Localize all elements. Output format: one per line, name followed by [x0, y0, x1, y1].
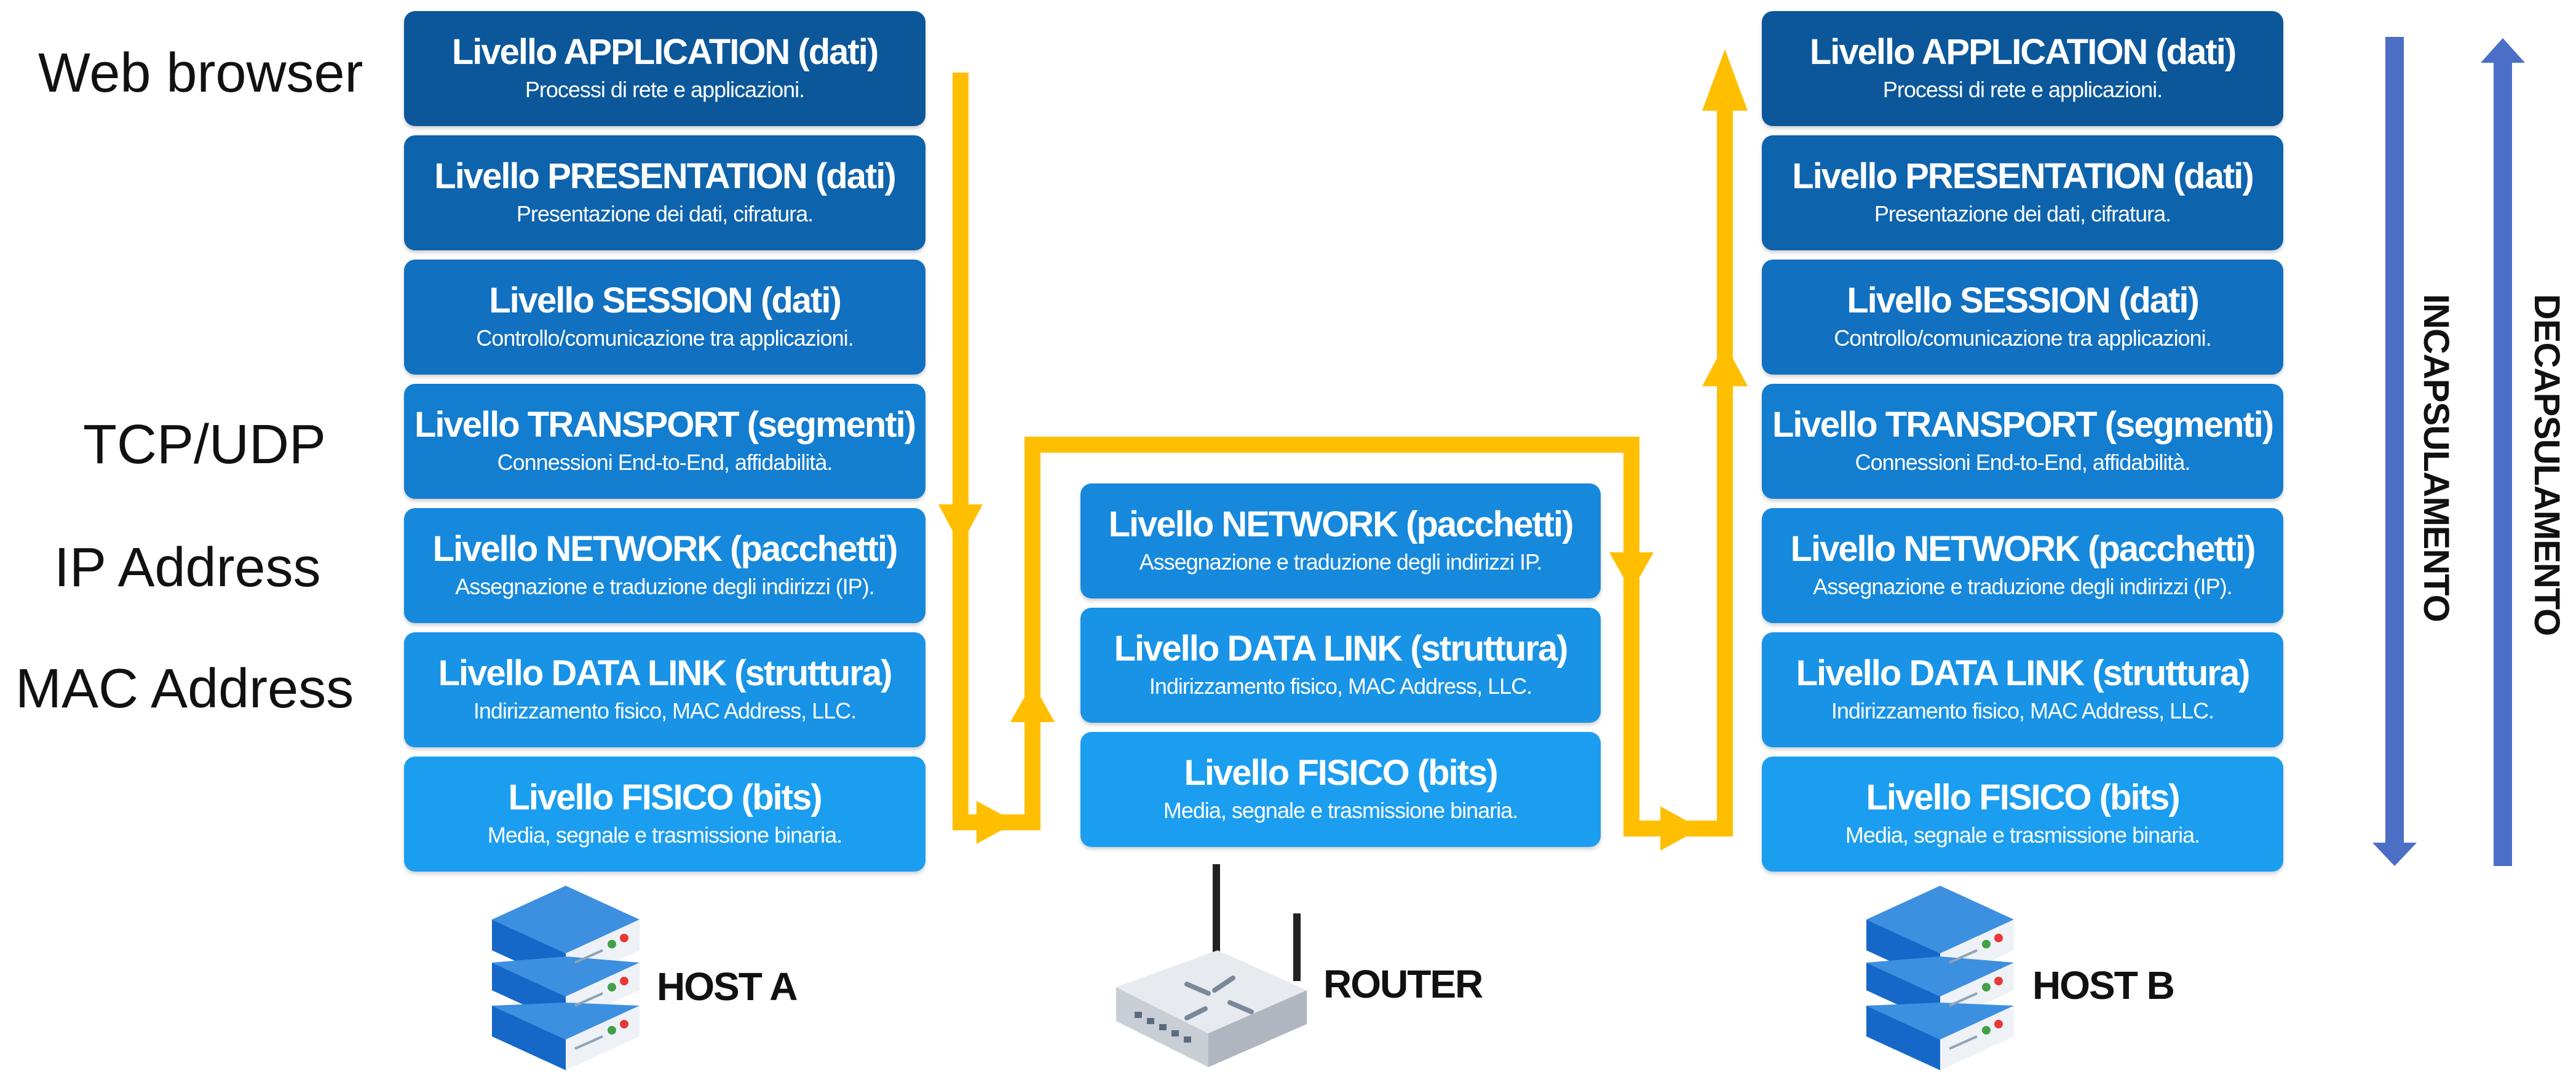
- layer-title: Livello NETWORK (pacchetti): [1790, 529, 2256, 570]
- host-b-layer-transport: Livello TRANSPORT (segmenti) Connessioni…: [1762, 384, 2283, 499]
- server-icon: [492, 886, 640, 1070]
- layer-title: Livello FISICO (bits): [1184, 753, 1498, 793]
- encapsulation-arrow: [2372, 37, 2417, 866]
- flow-arrowhead-right-icon: [1660, 806, 1701, 851]
- label-incapsulamento: INCAPSULAMENTO: [2416, 294, 2456, 622]
- flow-arrowhead-right-icon: [977, 801, 1016, 844]
- router-layer-network: Livello NETWORK (pacchetti) Assegnazione…: [1080, 483, 1601, 598]
- layer-subtitle: Assegnazione e traduzione degli indirizz…: [1139, 549, 1543, 574]
- layer-title: Livello DATA LINK (struttura): [1114, 629, 1569, 669]
- flow-arrowhead-up-icon: [1010, 683, 1055, 722]
- layer-subtitle: Indirizzamento fisico, MAC Address, LLC.: [1149, 674, 1532, 699]
- layer-title: Livello FISICO (bits): [1866, 777, 2180, 818]
- layer-subtitle: Presentazione dei dati, cifratura.: [1874, 201, 2171, 226]
- router-icon: [1116, 864, 1307, 1067]
- layer-title: Livello DATA LINK (struttura): [438, 653, 893, 694]
- layer-subtitle: Processi di rete e applicazioni.: [1882, 77, 2163, 102]
- layer-title: Livello PRESENTATION (dati): [434, 156, 896, 197]
- layer-subtitle: Indirizzamento fisico, MAC Address, LLC.: [473, 698, 857, 723]
- flow-arrowhead-up-icon: [1702, 343, 1748, 386]
- label-web-browser: Web browser: [38, 42, 363, 104]
- layer-title: Livello DATA LINK (struttura): [1796, 653, 2251, 694]
- server-icon: [1866, 886, 2014, 1070]
- layer-subtitle: Controllo/comunicazione tra applicazioni…: [1834, 325, 2211, 351]
- router-layer-data-link: Livello DATA LINK (struttura) Indirizzam…: [1080, 608, 1601, 723]
- layer-subtitle: Indirizzamento fisico, MAC Address, LLC.: [1831, 698, 2214, 723]
- host-a-layer-presentation: Livello PRESENTATION (dati) Presentazion…: [404, 135, 925, 250]
- layer-title: Livello NETWORK (pacchetti): [1108, 504, 1574, 545]
- layer-subtitle: Controllo/comunicazione tra applicazioni…: [476, 325, 854, 351]
- device-label-host-a: HOST A: [657, 964, 798, 1009]
- label-decapsulamento: DECAPSULAMENTO: [2527, 294, 2567, 636]
- layer-subtitle: Presentazione dei dati, cifratura.: [516, 201, 814, 226]
- label-tcp-udp: TCP/UDP: [83, 414, 327, 475]
- layer-subtitle: Media, segnale e trasmissione binaria.: [1163, 798, 1518, 823]
- layer-subtitle: Media, segnale e trasmissione binaria.: [1845, 822, 2200, 848]
- arrow-down-icon: [2372, 843, 2417, 866]
- layer-title: Livello FISICO (bits): [508, 777, 822, 818]
- layer-title: Livello PRESENTATION (dati): [1792, 156, 2254, 197]
- layer-title: Livello APPLICATION (dati): [451, 32, 879, 73]
- layer-subtitle: Assegnazione e traduzione degli indirizz…: [455, 574, 874, 599]
- device-label-host-b: HOST B: [2032, 963, 2175, 1008]
- router-layer-physical: Livello FISICO (bits) Media, segnale e t…: [1080, 732, 1601, 847]
- host-b-layer-application: Livello APPLICATION (dati) Processi di r…: [1762, 11, 2283, 126]
- flow-arrowhead-down-icon: [938, 504, 983, 546]
- layer-title: Livello SESSION (dati): [1847, 280, 2200, 321]
- layer-title: Livello NETWORK (pacchetti): [432, 529, 898, 570]
- host-a-layer-physical: Livello FISICO (bits) Media, segnale e t…: [404, 757, 925, 872]
- layer-subtitle: Assegnazione e traduzione degli indirizz…: [1813, 574, 2232, 599]
- host-b-layer-session: Livello SESSION (dati) Controllo/comunic…: [1762, 260, 2283, 375]
- host-b-layer-data-link: Livello DATA LINK (struttura) Indirizzam…: [1762, 632, 2283, 747]
- host-a-layer-network: Livello NETWORK (pacchetti) Assegnazione…: [404, 508, 925, 623]
- layer-subtitle: Connessioni End-to-End, affidabilità.: [497, 450, 833, 475]
- flow-arrowhead-up-icon: [1702, 49, 1748, 111]
- device-label-router: ROUTER: [1323, 962, 1483, 1006]
- layer-subtitle: Processi di rete e applicazioni.: [525, 77, 805, 102]
- host-a-layer-transport: Livello TRANSPORT (segmenti) Connessioni…: [404, 384, 925, 499]
- layer-title: Livello SESSION (dati): [489, 280, 842, 321]
- arrow-up-icon: [2481, 38, 2525, 63]
- label-mac-address: MAC Address: [15, 658, 354, 720]
- layer-subtitle: Media, segnale e trasmissione binaria.: [487, 822, 842, 848]
- label-ip-address: IP Address: [54, 537, 321, 598]
- layer-title: Livello APPLICATION (dati): [1809, 32, 2237, 73]
- host-a-layer-application: Livello APPLICATION (dati) Processi di r…: [404, 11, 925, 126]
- layer-subtitle: Connessioni End-to-End, affidabilità.: [1855, 450, 2191, 475]
- data-flow-path: [938, 49, 1748, 851]
- host-b-layer-presentation: Livello PRESENTATION (dati) Presentazion…: [1762, 135, 2283, 250]
- layer-title: Livello TRANSPORT (segmenti): [414, 405, 916, 445]
- layer-title: Livello TRANSPORT (segmenti): [1772, 405, 2274, 445]
- host-b-layer-physical: Livello FISICO (bits) Media, segnale e t…: [1762, 757, 2283, 872]
- host-a-layer-session: Livello SESSION (dati) Controllo/comunic…: [404, 260, 925, 375]
- host-a-layer-data-link: Livello DATA LINK (struttura) Indirizzam…: [404, 632, 925, 747]
- flow-arrowhead-down-icon: [1609, 552, 1654, 592]
- host-b-layer-network: Livello NETWORK (pacchetti) Assegnazione…: [1762, 508, 2283, 623]
- decapsulation-arrow: [2481, 38, 2525, 866]
